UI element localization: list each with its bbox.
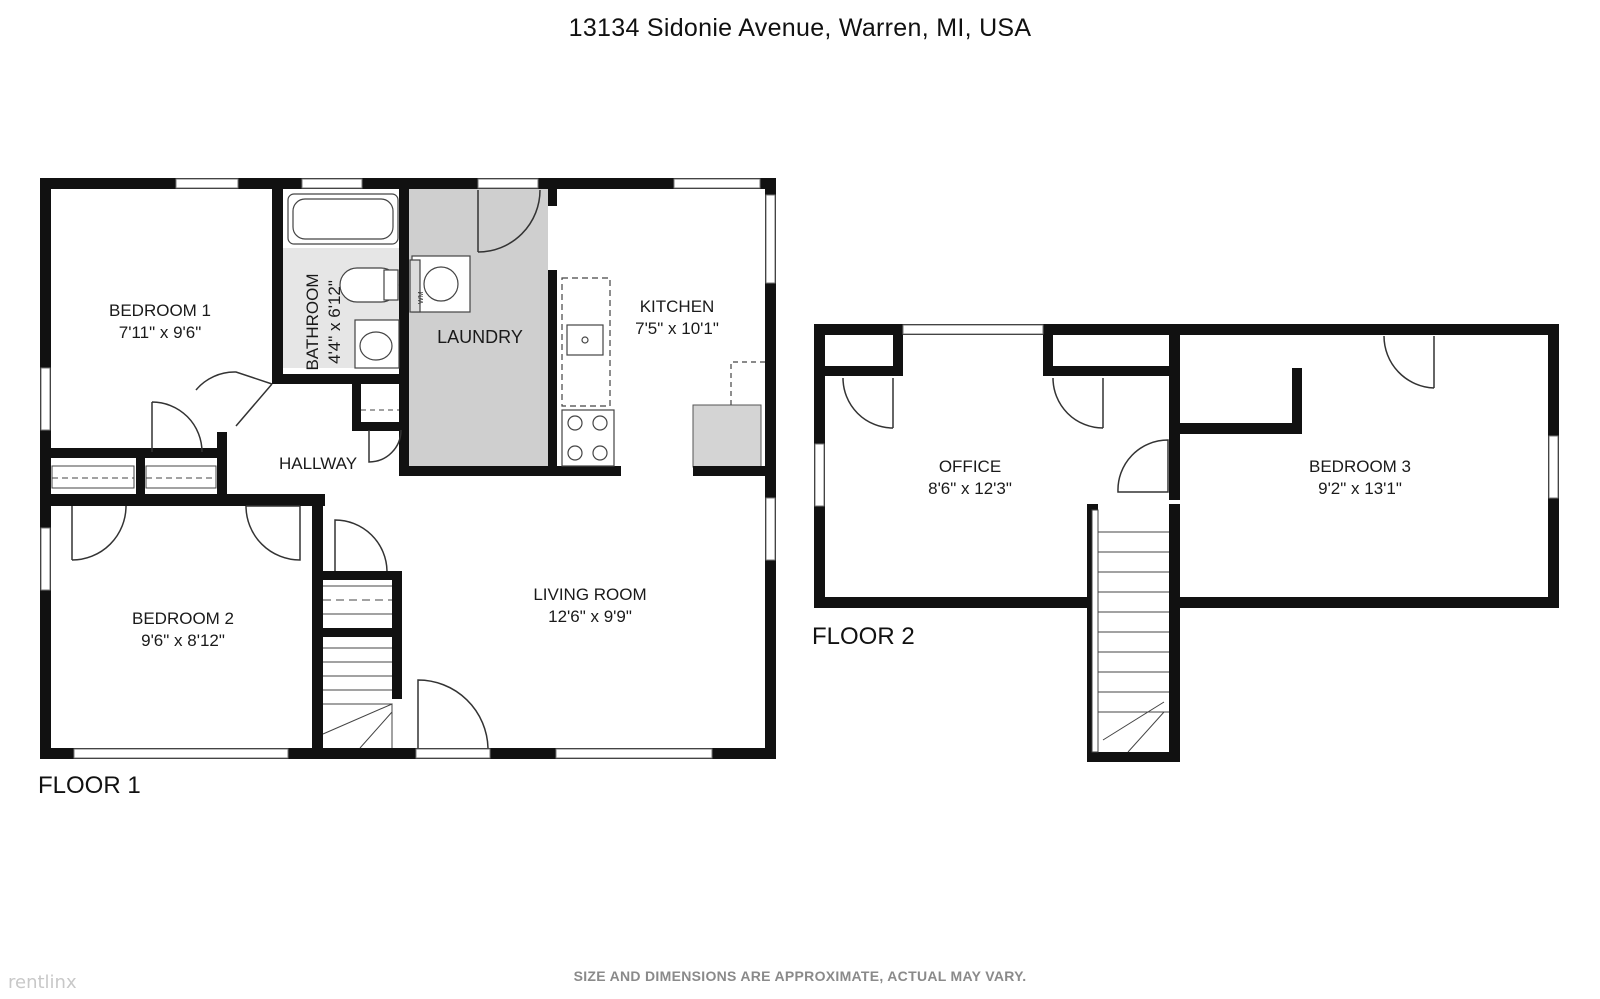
- floor-1-label: FLOOR 1: [38, 772, 141, 799]
- room-label-bathroom: BATHROOM 4'4" x 6'12": [302, 262, 346, 382]
- floor1-walls: [40, 178, 776, 759]
- watermark-logo: rentlinx: [8, 972, 77, 993]
- room-label-hallway: HALLWAY: [258, 453, 378, 475]
- floor1-windows: [40, 178, 776, 759]
- room-size: 4'4" x 6'12": [325, 280, 344, 364]
- room-label-bedroom-2: BEDROOM 2 9'6" x 8'12": [108, 608, 258, 652]
- room-label-bedroom-3: BEDROOM 3 9'2" x 13'1": [1290, 456, 1430, 500]
- floor1-stairs: [51, 409, 399, 749]
- room-name: OFFICE: [938, 457, 1002, 476]
- room-label-living-room: LIVING ROOM 12'6" x 9'9": [510, 584, 670, 628]
- room-size: 12'6" x 9'9": [548, 607, 632, 626]
- room-size: 7'11" x 9'6": [118, 323, 202, 342]
- room-label-kitchen: KITCHEN 7'5" x 10'1": [612, 296, 742, 340]
- room-name: BEDROOM 2: [131, 609, 235, 628]
- room-size: 8'6" x 12'3": [928, 479, 1012, 498]
- bathroom-fixtures: [287, 193, 400, 369]
- room-name: HALLWAY: [278, 454, 358, 473]
- room-size: 7'5" x 10'1": [635, 319, 719, 338]
- room-name: BEDROOM 1: [108, 301, 212, 320]
- floor1-doors: [71, 189, 541, 749]
- floor-2-label: FLOOR 2: [812, 623, 915, 650]
- room-name: BEDROOM 3: [1308, 457, 1412, 476]
- kitchen-fixtures: [561, 277, 765, 467]
- room-size: 9'6" x 8'12": [141, 631, 225, 650]
- floor2-stairs: [1091, 509, 1169, 753]
- room-label-bedroom-1: BEDROOM 1 7'11" x 9'6": [90, 300, 230, 344]
- floor2-doors: [842, 335, 1435, 493]
- disclaimer: SIZE AND DIMENSIONS ARE APPROXIMATE, ACT…: [573, 968, 1027, 984]
- laundry-floor: [405, 186, 548, 466]
- laundry-appliances: [409, 255, 471, 313]
- floor2-windows: [814, 324, 1559, 507]
- floor2-walls: [814, 324, 1559, 762]
- room-name: LIVING ROOM: [533, 585, 647, 604]
- kitchen-counter-fill: [692, 404, 762, 468]
- washer-label: WM: [418, 291, 425, 304]
- room-label-office: OFFICE 8'6" x 12'3": [900, 456, 1040, 500]
- room-name: LAUNDRY: [437, 327, 523, 347]
- room-name: KITCHEN: [639, 297, 715, 316]
- room-name: BATHROOM: [303, 273, 322, 371]
- property-address: 13134 Sidonie Avenue, Warren, MI, USA: [568, 14, 1032, 42]
- room-size: 9'2" x 13'1": [1318, 479, 1402, 498]
- room-label-laundry: LAUNDRY: [420, 326, 540, 348]
